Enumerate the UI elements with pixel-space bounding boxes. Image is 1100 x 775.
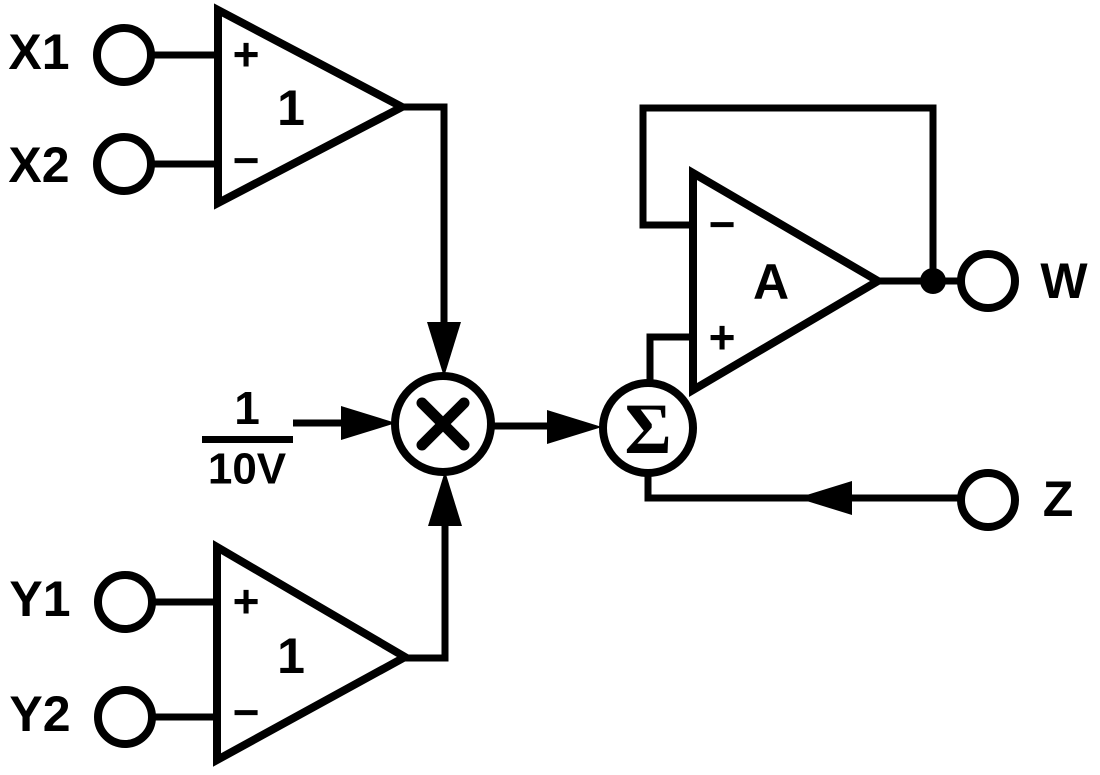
- x2-terminal: [93, 133, 155, 195]
- y2-terminal: [94, 686, 156, 748]
- y-buffer-output-wire: [402, 522, 449, 662]
- right-arrowhead-icon: [547, 410, 602, 444]
- y1-terminal: [94, 571, 156, 633]
- y1-terminal-label: Y1: [9, 571, 70, 627]
- opamp-triangle: [689, 166, 886, 397]
- y-input-buffer: + − 1 Y1 Y2: [9, 471, 462, 767]
- x-buffer-triangle: [214, 3, 411, 210]
- multiply-icon: [416, 397, 470, 451]
- right-arrowhead-icon: [341, 406, 396, 440]
- x-buffer-output-wire: [399, 103, 448, 326]
- summer-to-opamp-wire: [646, 333, 697, 384]
- z-to-summer-wire: [644, 474, 961, 502]
- y-buffer-plus-sign: +: [233, 575, 260, 627]
- opamp-gain-label: A: [753, 254, 789, 310]
- opamp-plus-sign: +: [709, 311, 736, 363]
- x1-terminal-label: X1: [8, 24, 69, 80]
- output-terminals: W Z: [957, 250, 1088, 531]
- y-buffer-triangle: [213, 540, 414, 767]
- y2-terminal-label: Y2: [9, 686, 70, 742]
- fraction-bar: [202, 436, 293, 443]
- opamp-minus-sign: −: [709, 198, 736, 250]
- up-arrowhead-icon: [428, 471, 462, 526]
- multiplier-node: [391, 372, 602, 476]
- w-terminal: [957, 250, 1019, 312]
- left-arrowhead-icon: [797, 481, 852, 515]
- x-buffer-plus-sign: +: [233, 28, 260, 80]
- scale-factor-numerator: 1: [234, 382, 260, 434]
- x-buffer-gain-label: 1: [277, 80, 305, 136]
- x-input-buffer: + − 1 X1 X2: [8, 3, 461, 377]
- y-buffer-minus-sign: −: [233, 686, 260, 738]
- y-buffer-gain-label: 1: [277, 628, 305, 684]
- scale-factor: 1 10V: [202, 382, 396, 494]
- z-terminal: [957, 469, 1019, 531]
- w-terminal-label: W: [1040, 253, 1088, 309]
- down-arrowhead-icon: [427, 322, 461, 377]
- x2-terminal-label: X2: [8, 137, 69, 193]
- x1-terminal: [93, 24, 155, 86]
- sigma-symbol: Σ: [624, 389, 671, 469]
- x-buffer-minus-sign: −: [233, 134, 260, 186]
- scale-factor-denominator: 10V: [208, 445, 287, 494]
- z-terminal-label: Z: [1043, 471, 1074, 527]
- junction-dot: [920, 268, 946, 294]
- feedback-wire: [639, 104, 937, 270]
- output-opamp: − A +: [639, 104, 961, 397]
- summer-node: Σ: [599, 333, 961, 515]
